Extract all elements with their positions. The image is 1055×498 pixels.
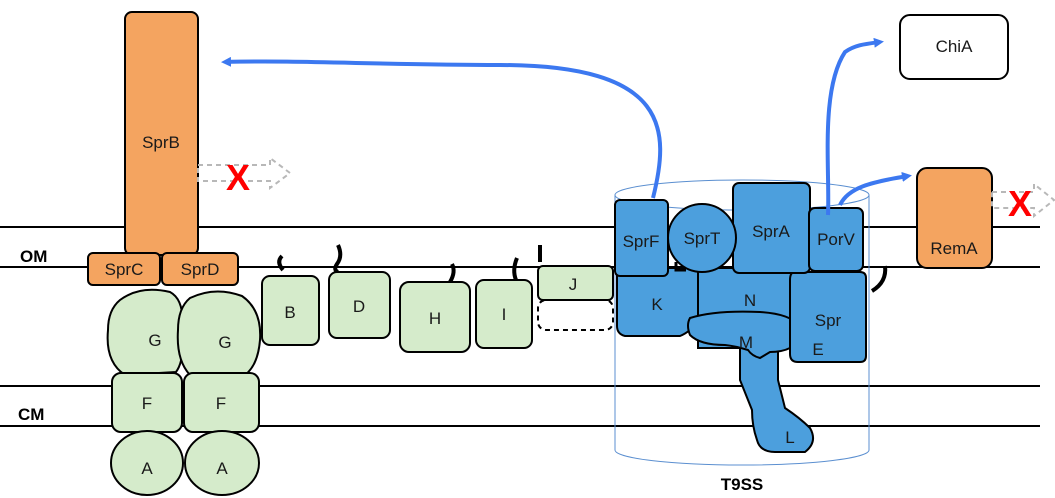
sprd-label: SprD xyxy=(181,260,220,279)
sprt-label: SprT xyxy=(684,229,721,248)
porv-label: PorV xyxy=(817,230,855,249)
glde-label-right: G xyxy=(218,333,231,352)
gldh-label: H xyxy=(429,309,441,328)
gldl-label: L xyxy=(785,428,794,447)
spre-label-line1: Spr xyxy=(815,311,842,330)
gldb-label: B xyxy=(284,303,295,322)
lipoproteins: B D H I J xyxy=(262,245,613,352)
spre-label-line2: E xyxy=(812,340,823,359)
gldj-label: J xyxy=(569,275,578,294)
sprc-label: SprC xyxy=(105,260,144,279)
lipid-anchor-b xyxy=(279,256,283,270)
blocked-cross-sprb: X xyxy=(226,157,250,198)
cytoplasmic-membrane-label: CM xyxy=(18,405,44,424)
gldf-label-left: F xyxy=(142,394,152,413)
glda-label-left: A xyxy=(141,459,153,478)
gldf-label-right: F xyxy=(216,394,226,413)
outer-membrane-label: OM xyxy=(20,247,47,266)
cylinder-bottom xyxy=(615,450,869,465)
lipid-anchor-i xyxy=(514,258,517,280)
porv-lipid-anchor xyxy=(872,266,885,291)
spra-label: SprA xyxy=(752,222,790,241)
gldj-dashed-outline xyxy=(538,300,613,330)
arrow-to-rema xyxy=(840,176,908,205)
t9ss-label: T9SS xyxy=(721,475,764,494)
glde-protein-left xyxy=(108,290,183,375)
sprk-label: K xyxy=(651,295,663,314)
t9ss-complex: K N L M Spr E SprF SprA SprT PorV T9SS xyxy=(615,180,885,494)
arrow-to-sprb xyxy=(225,62,660,198)
gldi-label: I xyxy=(502,305,507,324)
glda-label-right: A xyxy=(216,459,228,478)
sprb-blocked-export: X xyxy=(198,157,290,198)
sprf-label: SprF xyxy=(623,232,660,251)
gliding-motor: SprB SprC SprD G G F F A A xyxy=(88,12,260,495)
sprn-label: N xyxy=(744,291,756,310)
gldd-label: D xyxy=(353,297,365,316)
chia-label: ChiA xyxy=(936,37,974,56)
gldm-label: M xyxy=(739,333,753,352)
rema-label: RemA xyxy=(930,239,978,258)
sprb-label: SprB xyxy=(142,133,180,152)
secreted-proteins: ChiA RemA X xyxy=(900,15,1054,268)
blocked-cross-rema: X xyxy=(1008,183,1032,224)
glde-label-left: G xyxy=(148,331,161,350)
